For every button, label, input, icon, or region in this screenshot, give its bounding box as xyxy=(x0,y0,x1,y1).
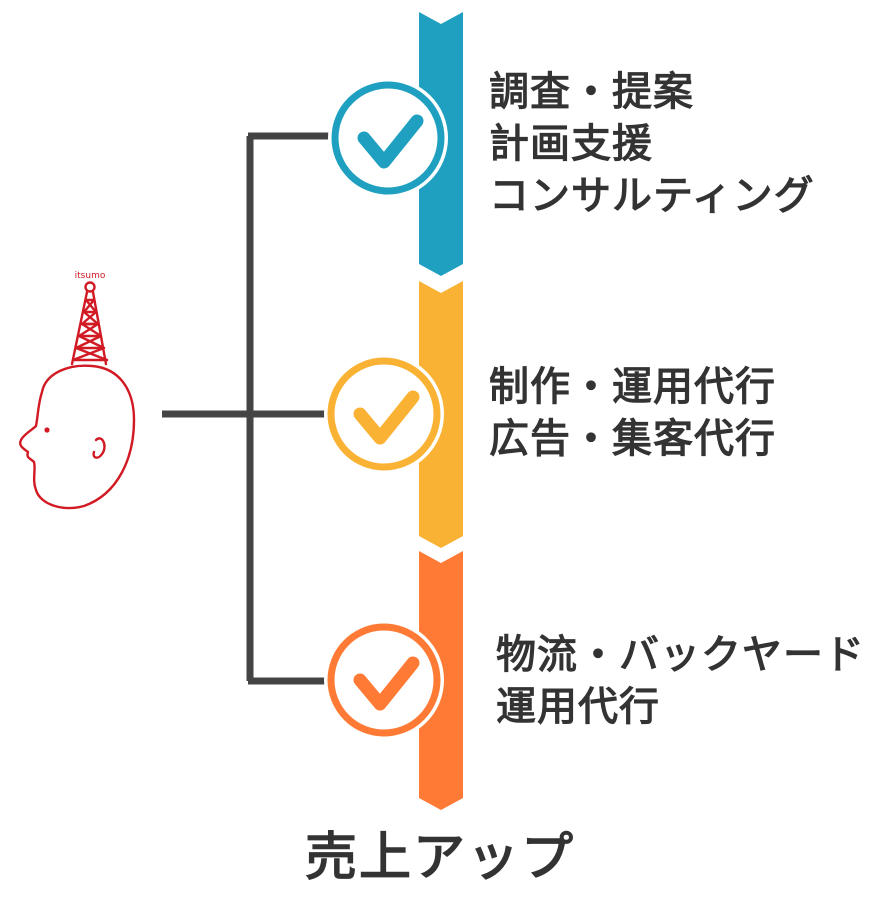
stage-3-label: 物流・バックヤード 運用代行 xyxy=(496,629,865,733)
stage-1-line-3: コンサルティング xyxy=(489,173,815,219)
mascot-logo-text: itsumo xyxy=(75,271,106,281)
stage-3-check-badge xyxy=(324,620,444,740)
stage-2-check-badge xyxy=(324,354,444,474)
check-icon xyxy=(353,656,420,711)
stage-2-label: 制作・運用代行 広告・集客代行 xyxy=(489,361,776,465)
tower-head-mascot-icon: itsumo xyxy=(19,271,136,510)
stage-2-line-2: 広告・集客代行 xyxy=(489,416,776,462)
goal-label: 売上アップ xyxy=(304,828,575,888)
check-icon xyxy=(357,114,424,169)
stage-1-line-2: 計画支援 xyxy=(489,121,653,167)
connector-lines xyxy=(162,132,330,685)
stage-3-line-2: 運用代行 xyxy=(496,684,660,730)
stage-3-line-1: 物流・バックヤード xyxy=(496,632,865,678)
stage-1-label: 調査・提案 計画支援 コンサルティング xyxy=(489,66,815,222)
stage-2-line-1: 制作・運用代行 xyxy=(489,364,776,410)
check-icon xyxy=(353,390,420,445)
stage-1-check-badge xyxy=(328,78,448,198)
stage-1-line-1: 調査・提案 xyxy=(489,69,694,115)
